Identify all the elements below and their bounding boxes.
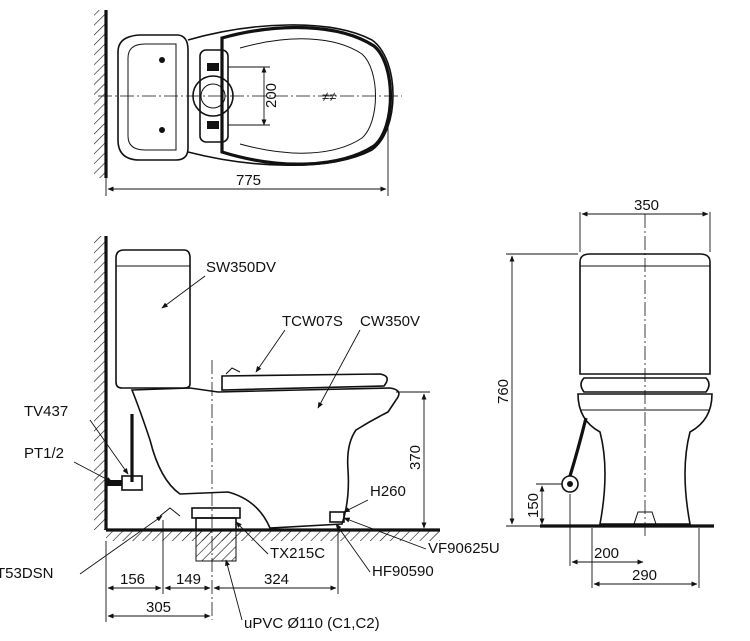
label-hose: T53DSN: [0, 565, 54, 582]
side-dim-156-text: 156: [120, 571, 145, 588]
front-dim-350-text: 350: [634, 197, 659, 214]
label-pipe: PT1/2: [24, 445, 64, 462]
side-dim-149-text: 149: [176, 571, 201, 588]
top-seat-rim: [220, 25, 392, 166]
leader-h260: [343, 499, 369, 513]
top-view: ≠≠ 200 775: [94, 10, 402, 196]
top-fix-bolt-2: [207, 121, 219, 129]
side-bowl: [130, 387, 400, 529]
leader-seat: [255, 329, 286, 373]
label-h260: H260: [370, 483, 406, 500]
top-tank-outline: [117, 34, 189, 161]
label-stop-valve: TV437: [24, 403, 68, 420]
leader-fitting: [335, 523, 371, 573]
top-tank-bolt-2: [159, 127, 165, 133]
label-fitting: HF90590: [372, 563, 434, 580]
side-flange-top: [191, 507, 241, 519]
top-bowl-outline: [187, 24, 394, 167]
label-bolt-cover: VF90625U: [428, 540, 500, 557]
leader-drain: [225, 559, 243, 621]
side-dim-324-text: 324: [264, 571, 289, 588]
top-tank-bolt-1: [159, 57, 165, 63]
side-bolt-cap: [329, 511, 345, 523]
label-seat: TCW07S: [282, 313, 343, 330]
side-inlet-fitting: [159, 507, 181, 517]
side-seat: [221, 373, 388, 391]
side-tank: [115, 249, 191, 389]
label-flange: TX215C: [270, 545, 325, 562]
side-drain-pipe: [195, 530, 237, 562]
top-fix-bolt-1: [207, 63, 219, 71]
leader-tank: [161, 275, 206, 309]
leader-stop-valve: [89, 419, 129, 475]
label-tank: SW350DV: [206, 259, 276, 276]
front-seat: [580, 377, 710, 393]
side-dim-370-text: 370: [407, 445, 424, 470]
front-view: 350 760 150 200 290: [495, 197, 714, 588]
side-pipe-stub: [106, 480, 122, 486]
top-wall-hatch: [94, 10, 106, 178]
side-dim-305-text: 305: [146, 599, 171, 616]
leader-flange: [235, 521, 269, 555]
front-supply-hose: [568, 417, 588, 477]
top-logo-mark: ≠≠: [322, 89, 336, 104]
leader-pipe: [73, 461, 113, 483]
label-bowl: CW350V: [360, 313, 420, 330]
side-floor-hatch: [106, 531, 440, 541]
side-wall-hatch: [94, 236, 106, 530]
front-tank: [579, 253, 711, 375]
leader-bowl: [317, 329, 361, 409]
top-tank-inner: [127, 43, 177, 151]
side-flange-body: [195, 517, 237, 531]
side-seat-hinge: [225, 367, 241, 375]
front-dim-290-text: 290: [632, 567, 657, 584]
front-dim-760-text: 760: [495, 379, 512, 404]
front-dim-200-text: 200: [594, 545, 619, 562]
label-drain: uPVC Ø110 (C1,C2): [244, 615, 380, 632]
front-bowl: [577, 393, 713, 525]
front-stop-valve-stem: [567, 481, 573, 487]
top-dim-775-text: 775: [236, 172, 261, 189]
top-dim-200-text: 200: [263, 83, 280, 108]
front-dim-150-text: 150: [525, 493, 542, 518]
leader-bolt-cover: [343, 517, 427, 550]
leader-hose: [79, 515, 163, 575]
side-view: 370 SW350DV TCW07S CW350V TV437 PT1/2 H2…: [0, 236, 500, 632]
